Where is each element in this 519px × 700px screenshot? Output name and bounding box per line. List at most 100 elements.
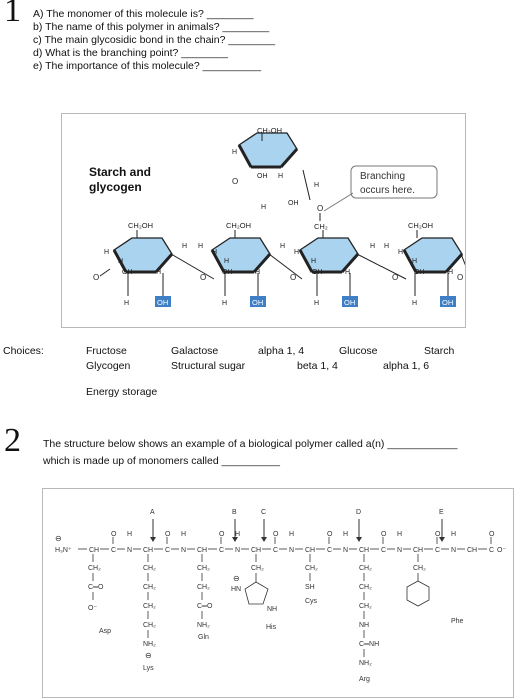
- svg-text:CH₂OH: CH₂OH: [257, 126, 282, 135]
- svg-text:N: N: [127, 547, 132, 554]
- svg-text:O⁻: O⁻: [88, 605, 97, 612]
- svg-text:H: H: [314, 300, 319, 307]
- residue-asp: Asp: [99, 628, 111, 635]
- svg-text:H: H: [451, 531, 456, 538]
- peptide-backbone: ⊖ H₃N⁺ CH C O N H CH C O N H CH C O: [55, 531, 506, 554]
- svg-text:OH: OH: [414, 269, 425, 276]
- svg-text:CH₂: CH₂: [143, 584, 156, 591]
- starch-glycogen-figure: Starch and glycogen Branching occurs her…: [61, 113, 466, 328]
- question-1-block: A) The monomer of this molecule is? ____…: [33, 8, 275, 73]
- svg-text:⊖: ⊖: [145, 651, 152, 660]
- svg-text:C═NH: C═NH: [359, 641, 379, 648]
- residue-gln: Gln: [198, 634, 209, 641]
- question-2-line1: The structure below shows an example of …: [43, 438, 458, 450]
- svg-text:H: H: [124, 300, 129, 307]
- svg-text:N: N: [451, 547, 456, 554]
- question-1a: A) The monomer of this molecule is? ____…: [33, 8, 254, 20]
- svg-text:H: H: [181, 531, 186, 538]
- svg-text:CH₂: CH₂: [143, 603, 156, 610]
- svg-text:H: H: [224, 258, 229, 265]
- svg-text:OH: OH: [252, 298, 263, 307]
- question-1b: b) The name of this polymer in animals? …: [33, 21, 270, 33]
- choice-alpha-1-4: alpha 1, 4: [258, 345, 305, 357]
- svg-text:NH: NH: [267, 606, 277, 613]
- svg-text:CH₂: CH₂: [143, 622, 156, 629]
- svg-text:O: O: [290, 273, 296, 282]
- svg-text:NH₂: NH₂: [143, 641, 156, 648]
- question-2-number: 2: [4, 422, 21, 459]
- svg-text:C: C: [111, 547, 116, 554]
- polypeptide-figure: A B C D E ⊖ H₃N⁺ CH C O N H CH: [42, 488, 514, 698]
- residue-his: His: [266, 624, 277, 631]
- arrow-label-e: E: [439, 509, 444, 516]
- choice-beta-1-4: beta 1, 4: [297, 360, 338, 372]
- svg-text:N: N: [235, 547, 240, 554]
- svg-text:CH₂: CH₂: [197, 565, 210, 572]
- svg-text:O: O: [93, 273, 99, 282]
- svg-text:H: H: [278, 173, 283, 180]
- svg-text:O: O: [381, 531, 387, 538]
- svg-text:O: O: [219, 531, 225, 538]
- svg-text:⊖: ⊖: [55, 534, 62, 543]
- svg-text:CH₂: CH₂: [143, 565, 156, 572]
- svg-text:O: O: [489, 531, 495, 538]
- question-2-line2: which is made up of monomers called ____…: [43, 455, 280, 467]
- svg-text:H: H: [343, 531, 348, 538]
- branch-glucose-ring: CH₂OH H O OH H OH H H O CH₂: [232, 126, 328, 231]
- svg-text:CH₂: CH₂: [413, 565, 426, 572]
- svg-text:OH: OH: [222, 269, 233, 276]
- svg-text:H: H: [345, 269, 350, 276]
- svg-text:C: C: [435, 547, 440, 554]
- svg-text:CH: CH: [143, 547, 153, 554]
- question-1d: d) What is the branching point? ________: [33, 47, 228, 59]
- svg-text:H: H: [294, 249, 299, 256]
- callout-line1: Branching: [360, 171, 405, 182]
- svg-text:O: O: [232, 177, 238, 186]
- svg-text:OH: OH: [312, 269, 323, 276]
- svg-text:CH₂: CH₂: [251, 565, 264, 572]
- svg-text:H: H: [222, 300, 227, 307]
- choices-label: Choices:: [3, 345, 44, 357]
- question-1e: e) The importance of this molecule? ____…: [33, 60, 262, 72]
- glucose-chain: O O O O O CH₂OH CH₂OH CH₂OH H H OH H H H…: [93, 221, 465, 307]
- choice-starch: Starch: [424, 345, 455, 357]
- svg-text:O: O: [327, 531, 333, 538]
- svg-text:CH₂OH: CH₂OH: [226, 221, 251, 230]
- svg-text:O: O: [273, 531, 279, 538]
- svg-text:C: C: [219, 547, 224, 554]
- svg-text:OH: OH: [157, 298, 168, 307]
- svg-text:H: H: [182, 243, 187, 250]
- svg-text:HN: HN: [231, 586, 241, 593]
- svg-text:CH: CH: [467, 547, 477, 554]
- svg-text:O: O: [317, 204, 323, 213]
- callout-line2: occurs here.: [360, 185, 415, 196]
- svg-text:⊖: ⊖: [233, 574, 240, 583]
- svg-text:OH: OH: [344, 298, 355, 307]
- svg-text:OH: OH: [122, 269, 133, 276]
- svg-text:H: H: [314, 182, 319, 189]
- svg-text:H: H: [289, 531, 294, 538]
- svg-text:N: N: [181, 547, 186, 554]
- svg-text:O: O: [435, 531, 441, 538]
- svg-text:H: H: [212, 249, 217, 256]
- choice-alpha-1-6: alpha 1, 6: [383, 360, 430, 372]
- svg-text:OH: OH: [288, 200, 299, 207]
- svg-text:CH₂: CH₂: [359, 565, 372, 572]
- svg-text:H: H: [127, 531, 132, 538]
- residue-phe: Phe: [451, 618, 464, 625]
- svg-text:H: H: [261, 204, 266, 211]
- choice-structural-sugar: Structural sugar: [171, 360, 246, 372]
- svg-text:CH₂OH: CH₂OH: [408, 221, 433, 230]
- svg-text:O: O: [111, 531, 117, 538]
- arrow-label-a: A: [150, 509, 155, 516]
- svg-text:CH₂OH: CH₂OH: [128, 221, 153, 230]
- svg-text:H: H: [156, 269, 161, 276]
- svg-text:H: H: [118, 258, 123, 265]
- svg-text:CH: CH: [305, 547, 315, 554]
- svg-text:H: H: [280, 243, 285, 250]
- svg-text:C: C: [327, 547, 332, 554]
- choice-fructose: Fructose: [86, 345, 127, 357]
- question-1c: c) The main glycosidic bond in the chain…: [33, 34, 276, 46]
- svg-text:C: C: [489, 547, 494, 554]
- svg-text:N: N: [343, 547, 348, 554]
